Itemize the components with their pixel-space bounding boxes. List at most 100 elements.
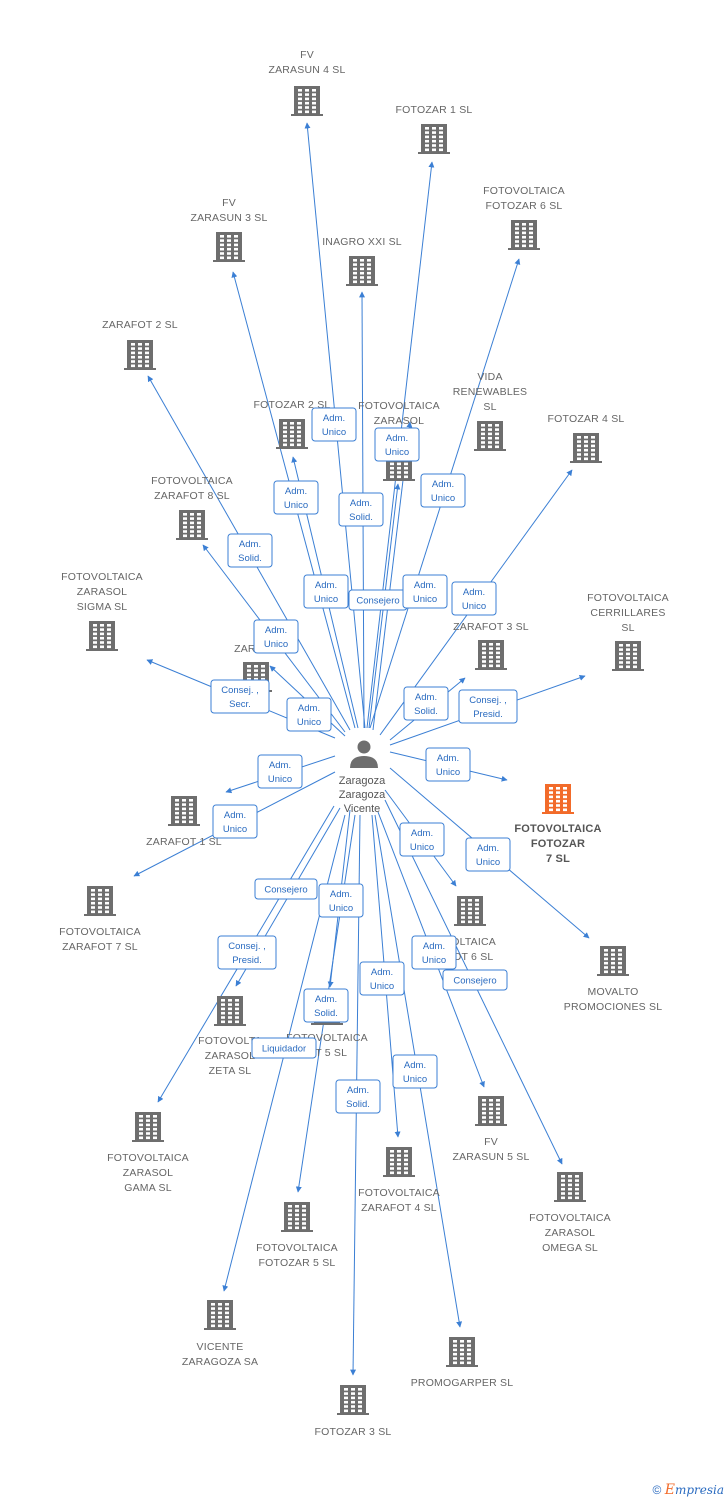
building-icon: [475, 640, 507, 670]
building-icon: [383, 1147, 415, 1177]
role-label-r25[interactable]: Consejero: [442, 969, 508, 991]
role-text: Consejero: [264, 885, 307, 896]
role-text: Adm.: [371, 967, 393, 978]
role-text: Adm.: [265, 625, 287, 636]
role-text: Adm.: [411, 828, 433, 839]
role-label-r7[interactable]: Adm.Unico: [303, 574, 349, 609]
role-text: Adm.: [298, 703, 320, 714]
role-label-r6[interactable]: Adm.Solid.: [338, 492, 384, 527]
role-label-r29[interactable]: Adm.Unico: [392, 1054, 438, 1089]
role-label-r27[interactable]: Adm.Unico: [359, 961, 405, 996]
role-text: Solid.: [314, 1008, 338, 1019]
company-name-line: FOTOVOLTAICA: [358, 400, 440, 412]
company-name-line: FV: [222, 197, 236, 209]
role-text: Adm.: [323, 413, 345, 424]
role-text: Adm.: [386, 433, 408, 444]
company-name-line: FOTOZAR 2 SL: [254, 399, 331, 411]
company-name-line: FOTOVOLTAICA: [587, 592, 669, 604]
role-label-r20[interactable]: Adm.Unico: [399, 822, 445, 857]
role-text: Adm.: [315, 994, 337, 1005]
company-name-line: ZARAGOZA SA: [182, 1356, 258, 1368]
role-label-r12[interactable]: Consej. ,Secr.: [210, 679, 270, 714]
role-label-r21[interactable]: Consejero: [254, 878, 318, 900]
role-label-r18[interactable]: Adm.Unico: [212, 804, 258, 839]
company-name-line: ZARAFOT 1 SL: [146, 836, 222, 848]
company-node-inagro-xxi[interactable]: INAGRO XXI SL: [322, 236, 402, 286]
company-node-fotozar-4[interactable]: FOTOZAR 4 SL: [548, 413, 625, 463]
role-label-r28[interactable]: Liquidador: [251, 1037, 317, 1059]
role-label-r23[interactable]: Consej. ,Presid.: [217, 935, 277, 970]
company-name-line: VICENTE: [197, 1341, 244, 1353]
role-label-r11[interactable]: Adm. Unico: [253, 619, 299, 654]
role-label-r24[interactable]: Adm.Unico: [411, 935, 457, 970]
role-text: Presid.: [232, 955, 262, 966]
company-name-line: FOTOVOLTAICA: [61, 571, 143, 583]
company-name-line: OMEGA SL: [542, 1242, 598, 1254]
building-icon: [291, 86, 323, 116]
role-label-r13[interactable]: Adm.Unico: [286, 697, 332, 732]
company-name-line: FOTOZAR 5 SL: [259, 1257, 336, 1269]
role-label-r17[interactable]: Adm.Unico: [257, 754, 303, 789]
role-label-r22[interactable]: Adm.Unico: [318, 883, 364, 918]
role-text: Consejero: [453, 976, 496, 987]
building-icon: [213, 232, 245, 262]
role-label-r30[interactable]: Adm.Solid.: [335, 1079, 381, 1114]
building-icon: [281, 1202, 313, 1232]
company-node-vicente-zaragoza[interactable]: VICENTE ZARAGOZA SA: [182, 1300, 258, 1368]
company-node-fotozar-1[interactable]: FOTOZAR 1 SL: [396, 104, 473, 154]
role-label-r16[interactable]: Adm.Unico: [425, 747, 471, 782]
company-node-zarafot-2[interactable]: ZARAFOT 2 SL: [102, 319, 178, 370]
company-node-fotozar-2[interactable]: FOTOZAR 2 SL: [254, 399, 331, 449]
empresia-brand[interactable]: © Empresia: [653, 1482, 724, 1498]
company-node-promogarper[interactable]: PROMOGARPER SL: [411, 1337, 514, 1389]
role-label-r9[interactable]: Adm. Unico: [402, 574, 448, 609]
company-node-zarafot-1[interactable]: ZARAFOT 1 SL: [146, 796, 222, 848]
role-label-r10[interactable]: Adm.Unico: [451, 581, 497, 616]
role-label-r3[interactable]: Adm.Unico: [420, 473, 466, 508]
company-name-line: ZARASOL: [205, 1050, 255, 1062]
role-text: Unico: [413, 594, 437, 605]
role-label-r19[interactable]: Adm.Unico: [465, 837, 511, 872]
company-name-line: SL: [621, 622, 634, 634]
company-name-line: ZARASUN 4 SL: [268, 64, 345, 76]
role-label-r5[interactable]: Adm.Unico: [273, 480, 319, 515]
role-label-r8[interactable]: Consejero: [348, 589, 408, 611]
company-node-zarafot-3[interactable]: ZARAFOT 3 SL: [453, 621, 529, 670]
building-icon: [474, 421, 506, 451]
role-label-r2[interactable]: Adm.Unico: [374, 427, 420, 462]
role-text: Consejero: [356, 596, 399, 607]
brand-e-logo: E: [664, 1482, 675, 1498]
building-icon: [597, 946, 629, 976]
role-label-r26[interactable]: Adm. Solid.: [303, 988, 349, 1023]
company-name-line: INAGRO XXI SL: [322, 236, 402, 248]
role-text: Unico: [264, 639, 288, 650]
role-label-r1[interactable]: Adm.Unico: [311, 407, 357, 442]
role-label-r4[interactable]: Adm.Solid.: [227, 533, 273, 568]
role-label-r14[interactable]: Adm.Solid.: [403, 686, 449, 721]
company-node-fotozar-3[interactable]: FOTOZAR 3 SL: [315, 1385, 392, 1438]
building-icon: [176, 510, 208, 540]
role-text: Adm.: [414, 580, 436, 591]
company-name-line: ZARASUN 5 SL: [452, 1151, 529, 1163]
company-name-line: RENEWABLES: [453, 386, 528, 398]
role-label-r15[interactable]: Consej. ,Presid.: [458, 689, 518, 724]
